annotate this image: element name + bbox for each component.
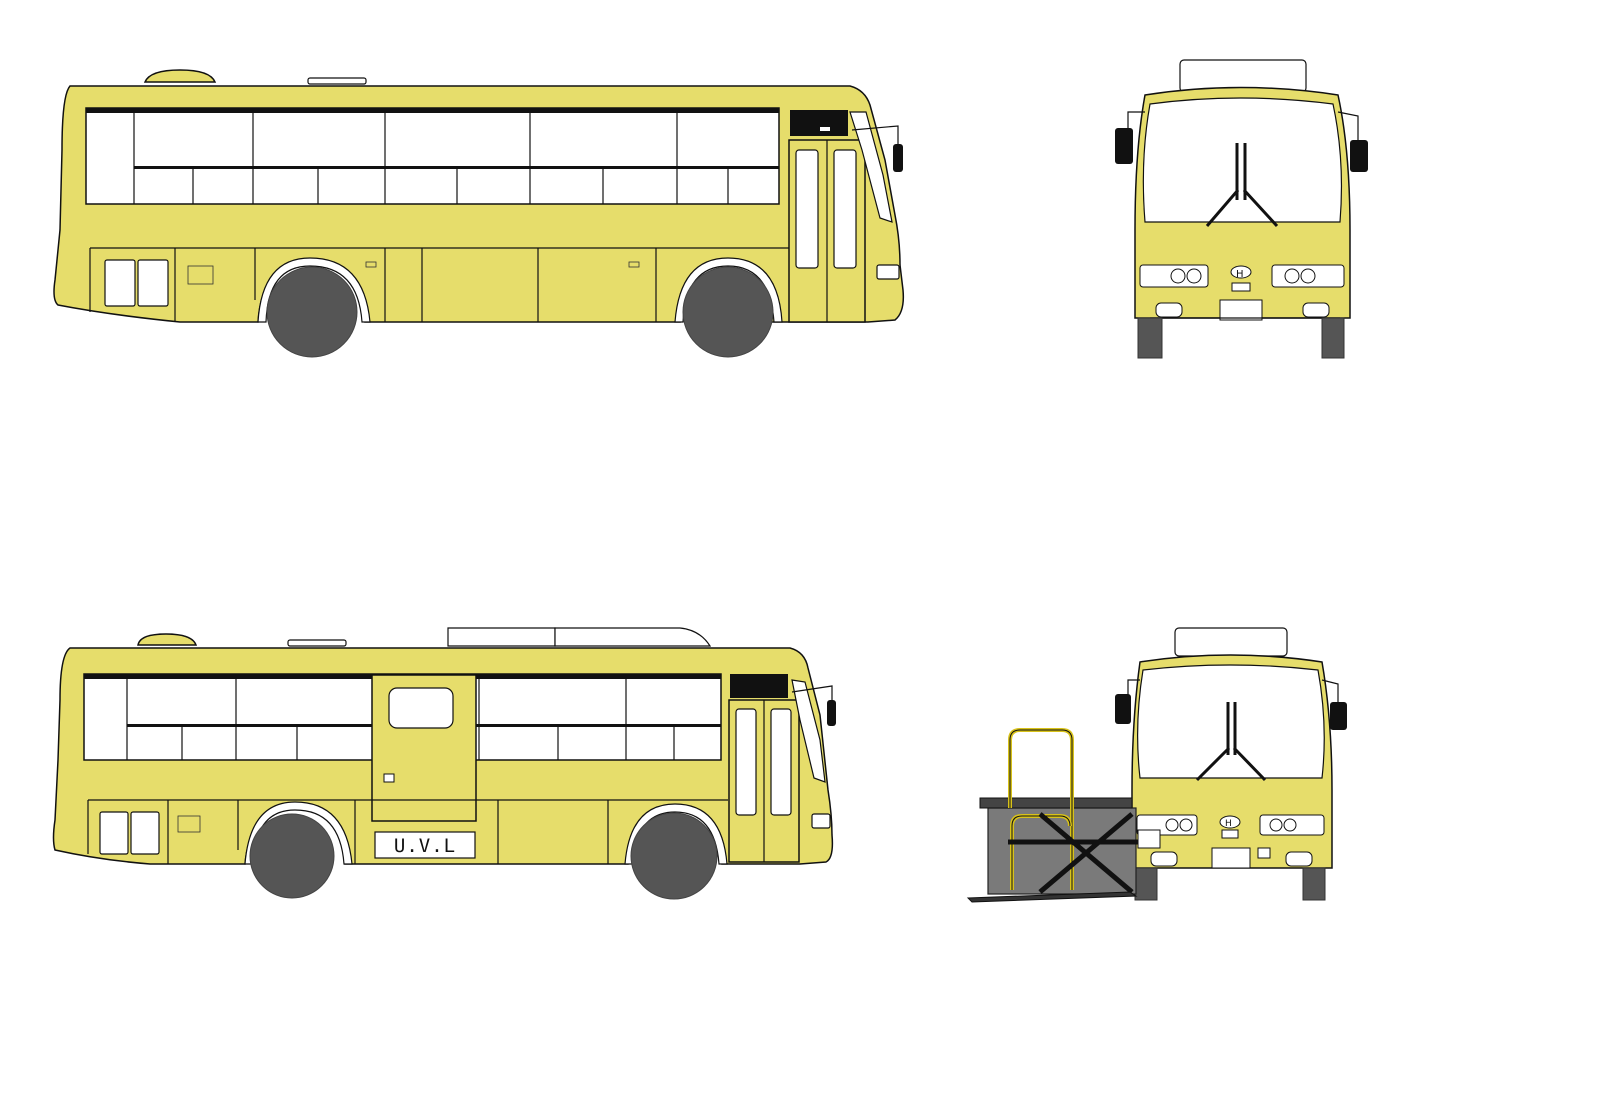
window-pillars [133, 113, 729, 204]
uvl-side-view: U.V.L [52, 627, 836, 900]
front-tire [682, 266, 774, 358]
wipers [1195, 702, 1267, 782]
roof-ac-unit [1174, 627, 1288, 657]
rear-hatch-right [137, 259, 169, 307]
tire [1321, 317, 1345, 359]
front-marker [1257, 847, 1271, 859]
fog-lamp [1150, 851, 1178, 867]
left-mirror [1115, 128, 1133, 164]
window-band [85, 107, 780, 205]
wheelchair-lift-icon [966, 728, 1161, 903]
headlight [876, 264, 900, 280]
front-tire [630, 812, 718, 900]
license-plate [1219, 299, 1263, 321]
license-plate [1211, 847, 1251, 869]
window-rail-strip [134, 166, 779, 169]
mirror [893, 144, 903, 172]
destination-sign [730, 674, 788, 698]
roof-vent [287, 639, 347, 647]
mirror [827, 700, 836, 726]
door-glass-left [735, 708, 757, 816]
uvl-label: U.V.L [394, 835, 456, 857]
standard-side-view [53, 69, 905, 358]
window-top-trim [86, 108, 779, 113]
rear-hatch-left [104, 259, 136, 307]
fuel-flap [187, 265, 214, 285]
rear-hatch-left [99, 811, 129, 855]
side-marker [365, 261, 377, 268]
door-glass-right [833, 149, 857, 269]
door-glass-right [770, 708, 792, 816]
rear-hatch-right [130, 811, 160, 855]
hyundai-logo-icon [1230, 265, 1252, 279]
door-glass-left [795, 149, 819, 269]
window-pillars [126, 679, 675, 760]
wipers [1205, 143, 1279, 228]
rear-tire [266, 266, 358, 358]
wheel-arch [674, 257, 783, 323]
uvl-front-view: H [966, 627, 1347, 903]
headlight [811, 813, 831, 829]
lift-scissor-arms [1008, 812, 1150, 894]
wheel-arch [257, 257, 371, 323]
fog-lamp [1285, 851, 1313, 867]
right-mirror [1350, 140, 1368, 172]
fog-lamp [1302, 302, 1330, 318]
roof-ac-unit [447, 627, 556, 647]
right-mirror [1330, 702, 1347, 730]
roof-ac-unit [554, 627, 712, 647]
roof-hatch [143, 69, 217, 83]
tire [1134, 867, 1158, 901]
skirt-panels [89, 247, 790, 322]
destination-sign [790, 110, 848, 136]
windshield [791, 679, 826, 783]
fog-lamp [1155, 302, 1183, 318]
uvl-label-plate [374, 831, 476, 859]
skirt-panels [87, 799, 728, 864]
lift-base-plate [966, 891, 1138, 903]
svg-text:H: H [1236, 269, 1244, 280]
rear-tire [249, 813, 335, 899]
svg-text:H: H [1225, 819, 1232, 829]
side-marker [628, 261, 640, 268]
windshield [849, 111, 893, 223]
tire [1302, 867, 1326, 901]
lift-door-window [388, 687, 454, 729]
wheel-arch [244, 801, 353, 865]
hyundai-logo-icon [1219, 815, 1241, 829]
tire [1137, 317, 1163, 359]
roof-hatch [137, 633, 198, 646]
front-windshield [1137, 664, 1325, 779]
door-handle [383, 773, 395, 783]
lift-top-rail [979, 797, 1133, 809]
roof-vent [307, 77, 367, 85]
fuel-flap [177, 815, 201, 833]
standard-front-view: H [1115, 59, 1368, 359]
lift-control-box [1137, 829, 1161, 849]
front-windshield [1142, 97, 1343, 223]
left-mirror [1115, 694, 1131, 724]
